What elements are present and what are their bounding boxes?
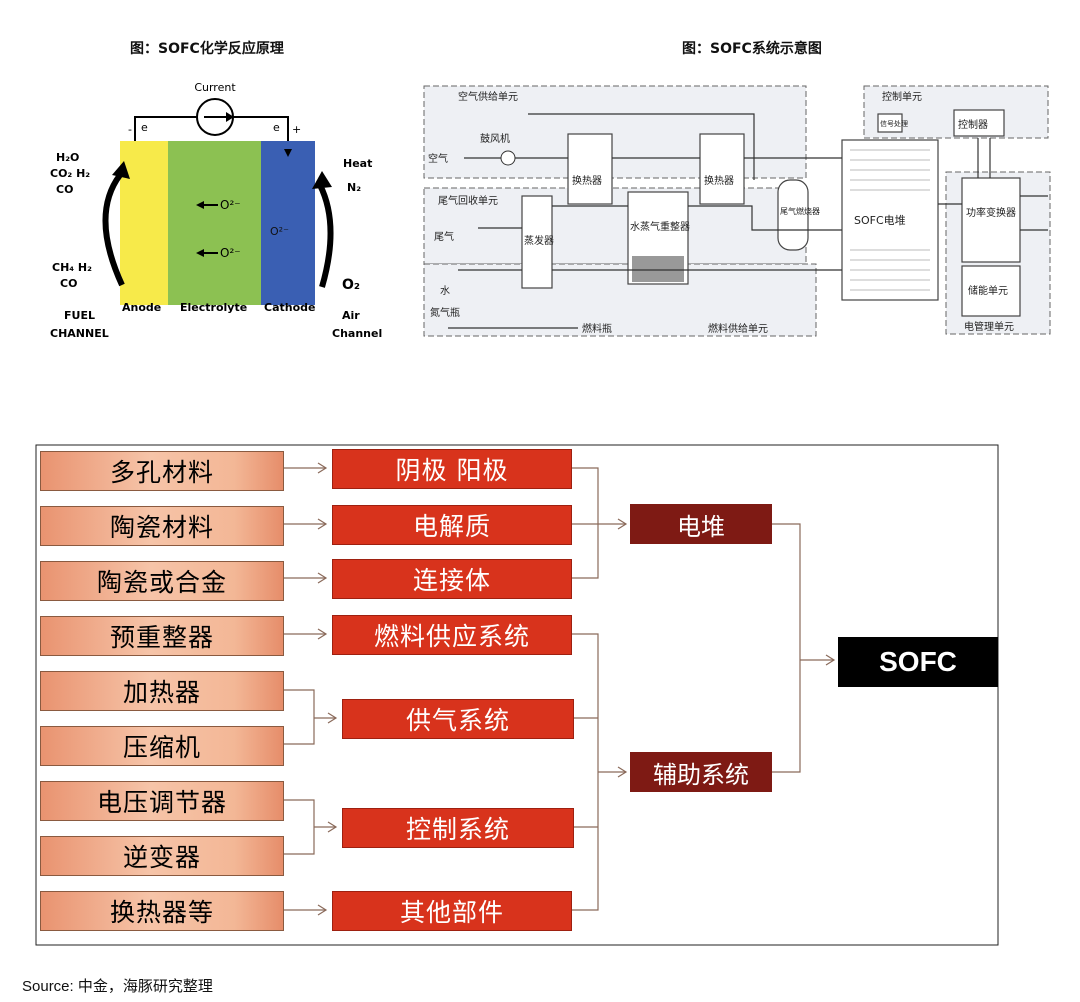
subsystem-box-stack: 电堆 bbox=[630, 504, 772, 544]
nitrogen-bottle-label: 氮气瓶 bbox=[430, 306, 460, 319]
water-label: 水 bbox=[440, 285, 450, 297]
material-box-7: 电压调节器 bbox=[40, 781, 284, 821]
hx2-label: 换热器 bbox=[704, 174, 734, 187]
controller bbox=[953, 109, 1005, 137]
exhaust-recovery-label: 尾气回收单元 bbox=[438, 194, 498, 207]
material-box-1: 多孔材料 bbox=[40, 451, 284, 491]
sofc-system-diagram: 空气供给单元 鼓风机 空气 换热器 换热器 尾气回收单元 尾气 蒸发器 水蒸气重… bbox=[423, 85, 1051, 337]
material-box-3: 陶瓷或合金 bbox=[40, 561, 284, 601]
exhaust-label: 尾气 bbox=[434, 230, 454, 243]
electron-label-right: e bbox=[273, 121, 280, 134]
fuel-out-3: CO bbox=[56, 183, 73, 196]
fuel-in-2: CO bbox=[60, 277, 77, 290]
oxide-ion-label-1: O²⁻ bbox=[220, 198, 241, 212]
air-channel-1: Air bbox=[342, 309, 360, 322]
electron-label-left: e bbox=[141, 121, 148, 134]
control-unit-label: 控制单元 bbox=[882, 90, 922, 103]
component-box-4: 燃料供应系统 bbox=[332, 615, 572, 655]
reformer-label: 水蒸气重整器 bbox=[630, 220, 690, 233]
source-note: Source: 中金，海豚研究整理 bbox=[22, 978, 213, 995]
power-converter bbox=[961, 177, 1021, 263]
o2-label: O₂ bbox=[342, 277, 360, 293]
electrolyte-label: Electrolyte bbox=[180, 301, 247, 314]
heat-exchanger-1 bbox=[567, 133, 613, 205]
material-box-8: 逆变器 bbox=[40, 836, 284, 876]
material-box-9: 换热器等 bbox=[40, 891, 284, 931]
stack-label: SOFC电堆 bbox=[854, 214, 906, 227]
component-box-5: 供气系统 bbox=[342, 699, 574, 739]
component-box-1: 阴极 阳极 bbox=[332, 449, 572, 489]
component-box-3: 连接体 bbox=[332, 559, 572, 599]
heat-label: Heat bbox=[343, 157, 372, 170]
power-mgmt-label: 电管理单元 bbox=[964, 320, 1014, 333]
controller-label: 控制器 bbox=[958, 118, 988, 131]
component-box-6: 控制系统 bbox=[342, 808, 574, 848]
current-label: Current bbox=[194, 81, 236, 94]
fuel-in-1: CH₄ H₂ bbox=[52, 261, 92, 274]
material-box-6: 压缩机 bbox=[40, 726, 284, 766]
anode-layer bbox=[120, 141, 168, 305]
component-box-7: 其他部件 bbox=[332, 891, 572, 931]
energy-storage bbox=[961, 265, 1021, 317]
blower-icon bbox=[500, 150, 516, 166]
fuel-bottle-label: 燃料瓶 bbox=[582, 322, 612, 335]
material-box-2: 陶瓷材料 bbox=[40, 506, 284, 546]
electrolyte-layer bbox=[168, 141, 261, 305]
fuel-out-1: H₂O bbox=[56, 151, 79, 164]
air-label: 空气 bbox=[428, 152, 448, 165]
material-box-4: 预重整器 bbox=[40, 616, 284, 656]
minus-label: - bbox=[128, 123, 132, 136]
cathode-label: Cathode bbox=[264, 301, 315, 314]
fuel-channel-2: CHANNEL bbox=[50, 327, 109, 340]
component-box-2: 电解质 bbox=[332, 505, 572, 545]
subsystem-box-auxiliary: 辅助系统 bbox=[630, 752, 772, 792]
air-channel-2: Channel bbox=[332, 327, 382, 340]
fuel-supply-unit bbox=[423, 263, 817, 337]
right-figure-title: 图：SOFC系统示意图 bbox=[682, 41, 822, 57]
air-supply-label: 空气供给单元 bbox=[458, 90, 518, 103]
evaporator bbox=[521, 195, 553, 289]
oxide-ion-label-2: O²⁻ bbox=[220, 246, 241, 260]
left-figure-title: 图：SOFC化学反应原理 bbox=[130, 41, 284, 57]
exhaust-burner bbox=[777, 179, 809, 251]
cathode-layer bbox=[261, 141, 315, 305]
plus-label: + bbox=[292, 123, 301, 136]
fuel-out-2: CO₂ H₂ bbox=[50, 167, 90, 180]
anode-label: Anode bbox=[122, 301, 161, 314]
converter-label: 功率变换器 bbox=[966, 206, 1016, 219]
signal-label: 信号处理 bbox=[880, 119, 908, 128]
hx1-label: 换热器 bbox=[572, 174, 602, 187]
sofc-reaction-diagram: Current - e e + O²⁻ O²⁻ O²⁻ H₂O CO₂ H₂ C… bbox=[50, 81, 382, 340]
sofc-stack bbox=[841, 139, 939, 301]
connector-lines bbox=[35, 444, 999, 946]
material-box-5: 加热器 bbox=[40, 671, 284, 711]
storage-label: 储能单元 bbox=[968, 284, 1008, 297]
fuel-channel-1: FUEL bbox=[64, 309, 95, 322]
burner-label: 尾气燃烧器 bbox=[780, 206, 820, 216]
root-box-sofc: SOFC bbox=[838, 637, 998, 687]
fuel-supply-label: 燃料供给单元 bbox=[708, 322, 768, 335]
evaporator-label: 蒸发器 bbox=[524, 234, 554, 247]
blower-label: 鼓风机 bbox=[480, 132, 510, 145]
oxide-ion-label-3: O²⁻ bbox=[270, 225, 289, 238]
n2-label: N₂ bbox=[347, 181, 361, 194]
heat-exchanger-2 bbox=[699, 133, 745, 205]
